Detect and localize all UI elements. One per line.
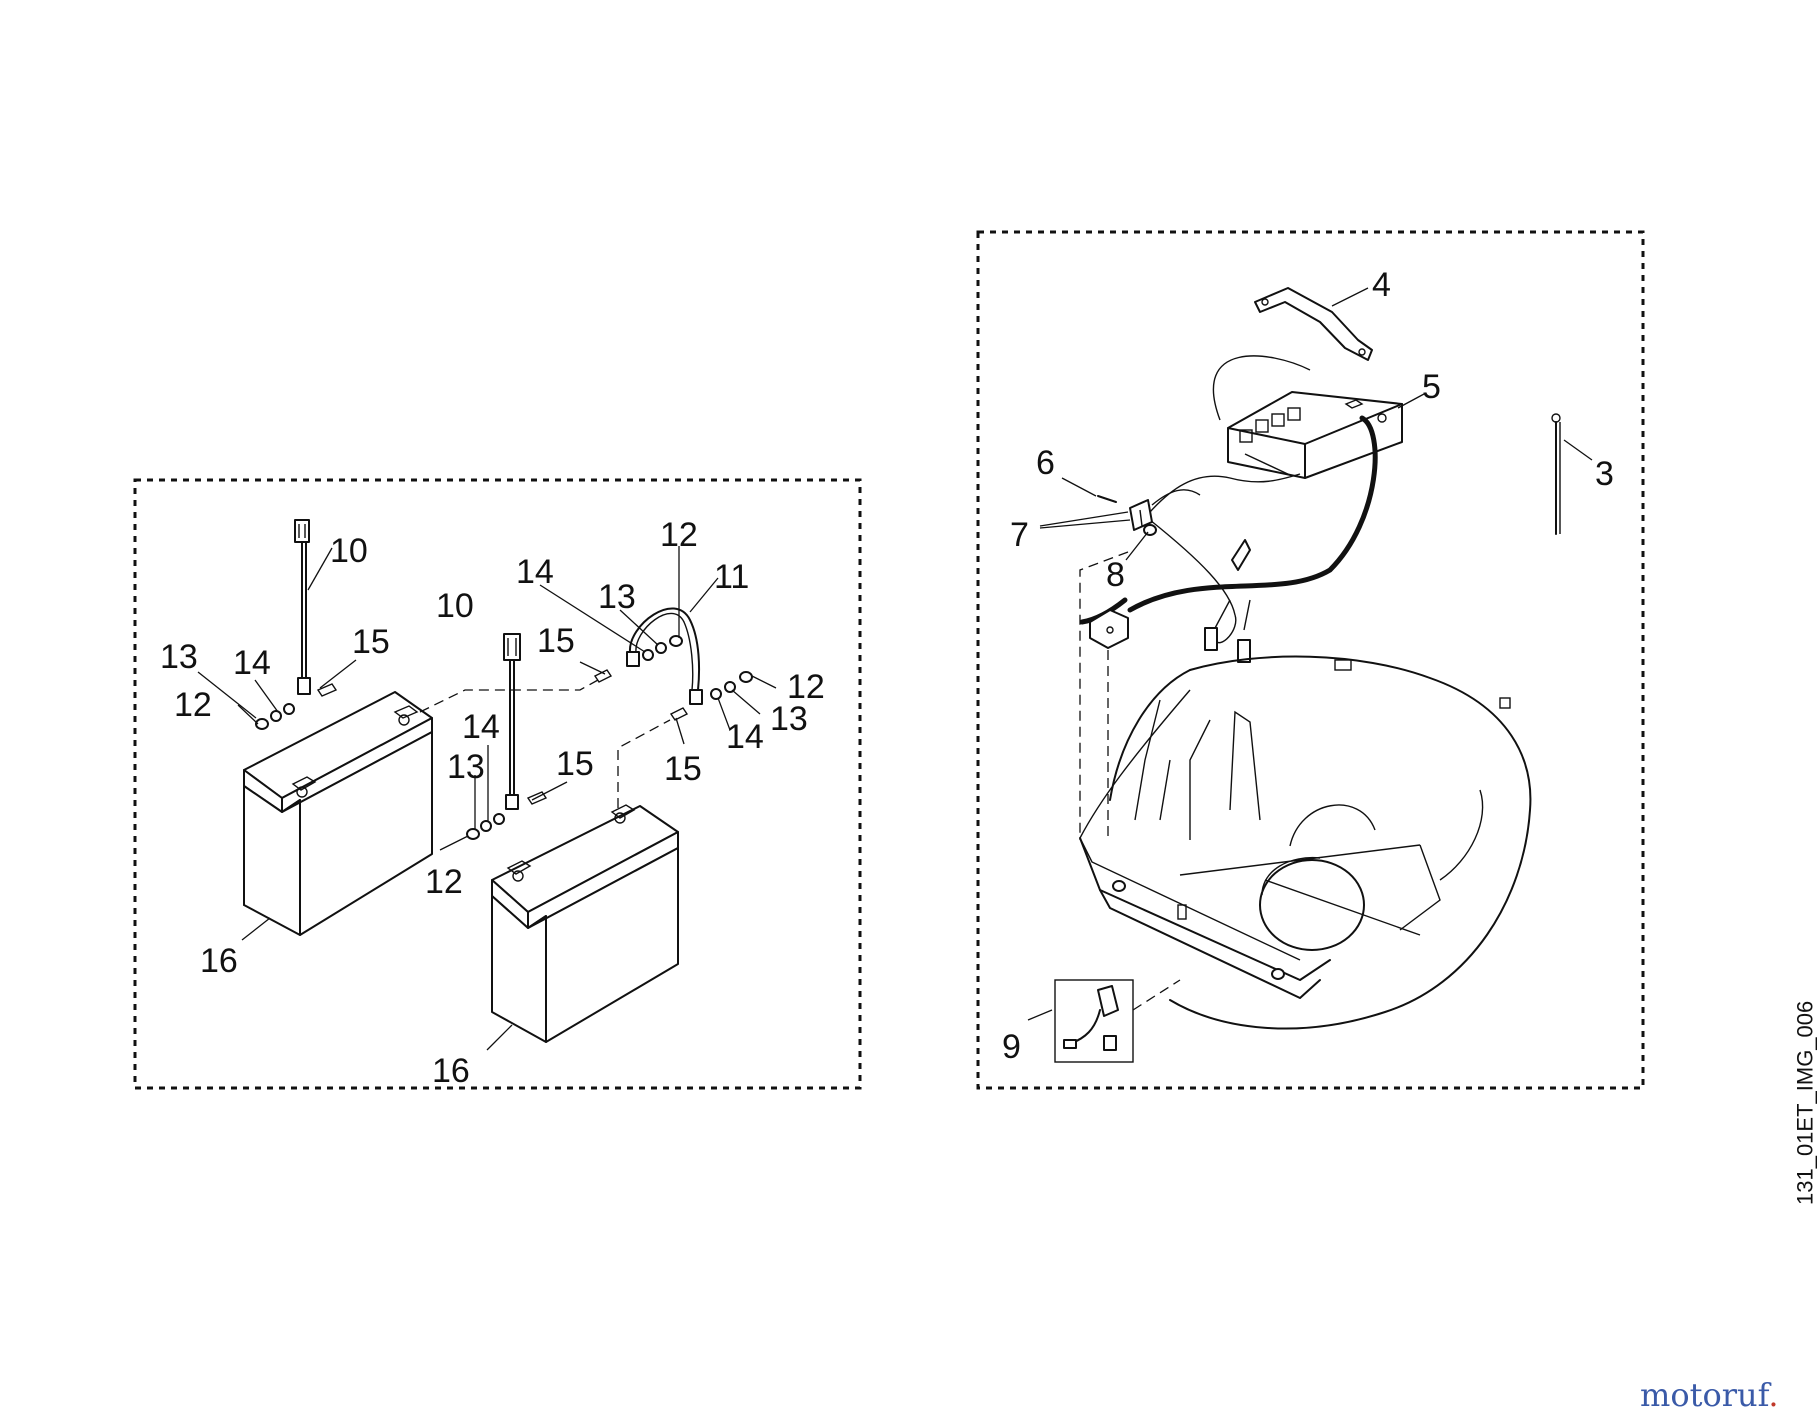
battery-cable-middle (503, 633, 521, 810)
callout-5: 5 (1422, 368, 1441, 406)
callout-4: 4 (1372, 266, 1391, 304)
callout-3: 3 (1595, 455, 1614, 493)
callout-15-middle: 15 (556, 745, 594, 783)
callout-8: 8 (1106, 556, 1125, 594)
callout-14-top: 14 (516, 553, 554, 591)
assembly-line-5 (1132, 979, 1181, 1011)
cable-tie (1551, 413, 1561, 535)
assembly-line-3 (1079, 551, 1129, 840)
callout-15-right: 15 (664, 750, 702, 788)
fastener-stack-left (255, 683, 338, 730)
callout-14-left: 14 (233, 644, 271, 682)
callout-13-top: 13 (598, 578, 636, 616)
left-group-frame (133, 478, 862, 1090)
mower-body-deck (1079, 655, 1532, 1030)
callout-12-right: 12 (787, 668, 825, 706)
assembly-line-1 (419, 679, 599, 713)
fuse-holder-box (1054, 979, 1134, 1063)
callout-13-left: 13 (160, 638, 198, 676)
watermark-logo: motoruf. (1640, 1376, 1779, 1414)
right-group-frame (976, 230, 1645, 1090)
callout-13-middle: 13 (447, 748, 485, 786)
callout-11: 11 (714, 558, 749, 596)
mount-bracket (1089, 609, 1129, 649)
left-callouts: 10 13 14 15 12 10 15 14 13 12 11 12 13 1… (160, 516, 825, 1090)
callout-12-left: 12 (174, 686, 212, 724)
callout-6: 6 (1036, 444, 1055, 482)
callout-16-battery-1: 16 (200, 942, 238, 980)
battery-cable-left (294, 519, 311, 695)
watermark-dot: . (1768, 1376, 1779, 1414)
callout-15-left: 15 (352, 623, 390, 661)
connector-block (1097, 489, 1201, 536)
right-leader-lines (1027, 287, 1593, 1021)
callout-12-top: 12 (660, 516, 698, 554)
wiring-harness (1079, 415, 1378, 663)
image-code-label: 131_01ET_IMG_006 (1792, 1000, 1817, 1205)
battery-1 (243, 691, 433, 936)
battery-2 (491, 804, 679, 1043)
controller-module (1212, 355, 1403, 479)
callout-12-middle: 12 (425, 863, 463, 901)
fastener-stack-middle (466, 791, 548, 840)
left-leader-lines (197, 546, 777, 1051)
callout-14-right: 14 (726, 718, 764, 756)
strap-bracket (1254, 287, 1373, 361)
callout-13-right: 13 (770, 700, 808, 738)
callout-15-top: 15 (537, 622, 575, 660)
callout-9: 9 (1002, 1028, 1021, 1066)
callout-14-middle: 14 (462, 708, 500, 746)
right-callouts: 4 5 3 6 7 8 9 (1002, 266, 1614, 1066)
callout-10-middle: 10 (436, 587, 474, 625)
fastener-stack-right (669, 671, 753, 721)
assembly-line-2 (617, 719, 671, 808)
callout-10-left: 10 (330, 532, 368, 570)
jumper-cable (626, 607, 703, 705)
callout-7: 7 (1010, 516, 1029, 554)
watermark-text: motoruf (1640, 1376, 1769, 1414)
callout-16-battery-2: 16 (432, 1052, 470, 1090)
